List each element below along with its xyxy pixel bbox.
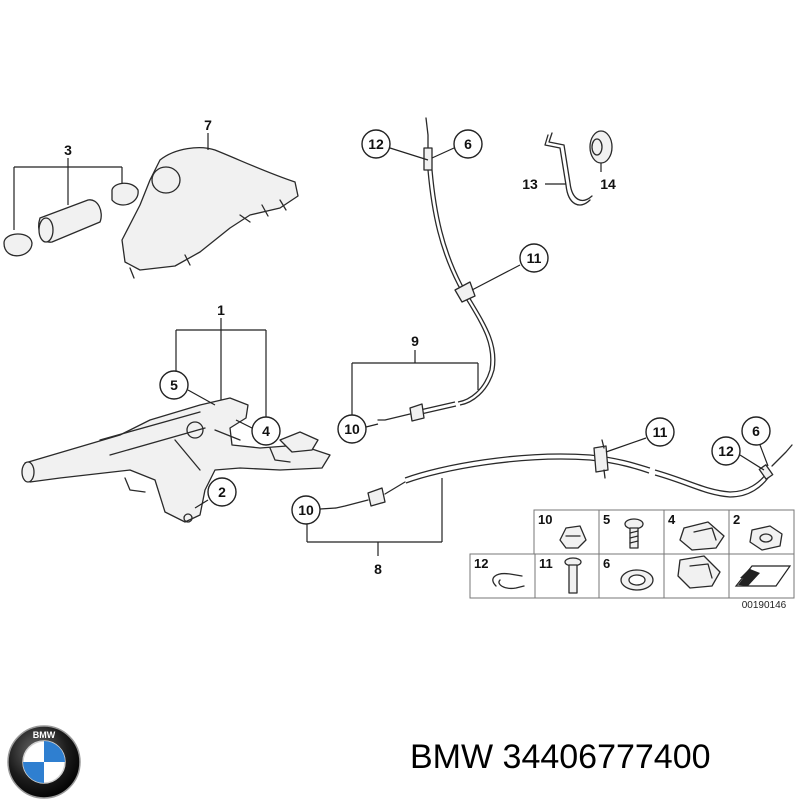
legend-bolt-11 bbox=[564, 557, 582, 594]
callout-14-label: 14 bbox=[600, 176, 616, 192]
part-9-cable bbox=[377, 117, 496, 422]
legend-clip-12 bbox=[492, 572, 525, 590]
part-number-caption: BMW 34406777400 bbox=[410, 738, 711, 776]
reference-code: 00190146 bbox=[742, 600, 787, 611]
svg-text:6: 6 bbox=[752, 423, 760, 439]
part-13-bracket bbox=[544, 132, 593, 206]
callout-10-lower: 10 bbox=[291, 495, 337, 525]
callout-13-label: 13 bbox=[522, 176, 538, 192]
callout-10-upper: 10 bbox=[337, 414, 379, 444]
lead-1 bbox=[175, 318, 267, 418]
legend-label-5: 5 bbox=[603, 512, 610, 527]
svg-text:11: 11 bbox=[527, 250, 542, 266]
callout-5: 5 bbox=[159, 370, 216, 406]
svg-text:4: 4 bbox=[262, 423, 270, 439]
bmw-logo: BMW bbox=[7, 725, 81, 799]
legend-nut-2 bbox=[749, 525, 783, 551]
callout-6-lower: 6 bbox=[741, 416, 771, 467]
lead-9 bbox=[351, 350, 479, 415]
lead-8 bbox=[306, 478, 443, 556]
callout-2: 2 bbox=[194, 477, 237, 509]
callout-12-lower: 12 bbox=[711, 436, 765, 471]
legend-label-4: 4 bbox=[668, 512, 676, 527]
callout-6-upper: 6 bbox=[431, 129, 483, 159]
legend-labels: 10 5 4 2 12 11 6 bbox=[474, 512, 740, 571]
legend-label-2: 2 bbox=[733, 512, 740, 527]
part-3-grip bbox=[3, 182, 139, 257]
legend-arrow-icon bbox=[734, 565, 792, 587]
svg-text:11: 11 bbox=[653, 424, 668, 440]
callout-11-upper: 11 bbox=[471, 243, 549, 291]
callout-4: 4 bbox=[235, 416, 281, 446]
legend-washer-6 bbox=[620, 569, 654, 591]
legend-label-10: 10 bbox=[538, 512, 552, 527]
callout-9-label: 9 bbox=[411, 333, 419, 349]
logo-lettering: BMW bbox=[33, 730, 56, 740]
legend-clip-10 bbox=[559, 525, 587, 549]
svg-text:2: 2 bbox=[218, 484, 226, 500]
part-14-grommet bbox=[589, 130, 613, 164]
svg-text:10: 10 bbox=[298, 502, 314, 518]
part-8-cable bbox=[335, 439, 793, 509]
callout-3-label: 3 bbox=[64, 142, 72, 158]
svg-text:10: 10 bbox=[344, 421, 360, 437]
svg-text:12: 12 bbox=[718, 443, 734, 459]
part-7-lever-boot bbox=[121, 147, 299, 279]
legend-label-12: 12 bbox=[474, 556, 488, 571]
callout-7-label: 7 bbox=[204, 117, 212, 133]
legend-bracket-4 bbox=[677, 555, 721, 589]
callout-1-label: 1 bbox=[217, 302, 225, 318]
callout-12-upper: 12 bbox=[361, 129, 429, 161]
legend-screw-5 bbox=[624, 518, 644, 549]
svg-text:6: 6 bbox=[464, 136, 472, 152]
callout-8-label: 8 bbox=[374, 561, 382, 577]
part-1-lever-assembly bbox=[21, 397, 331, 523]
lead-3 bbox=[13, 158, 123, 230]
legend-label-6: 6 bbox=[603, 556, 610, 571]
callout-11-lower: 11 bbox=[605, 417, 675, 453]
svg-text:5: 5 bbox=[170, 377, 178, 393]
svg-text:12: 12 bbox=[368, 136, 384, 152]
legend-label-11: 11 bbox=[539, 556, 553, 571]
legend-clamp-4 bbox=[679, 521, 725, 551]
